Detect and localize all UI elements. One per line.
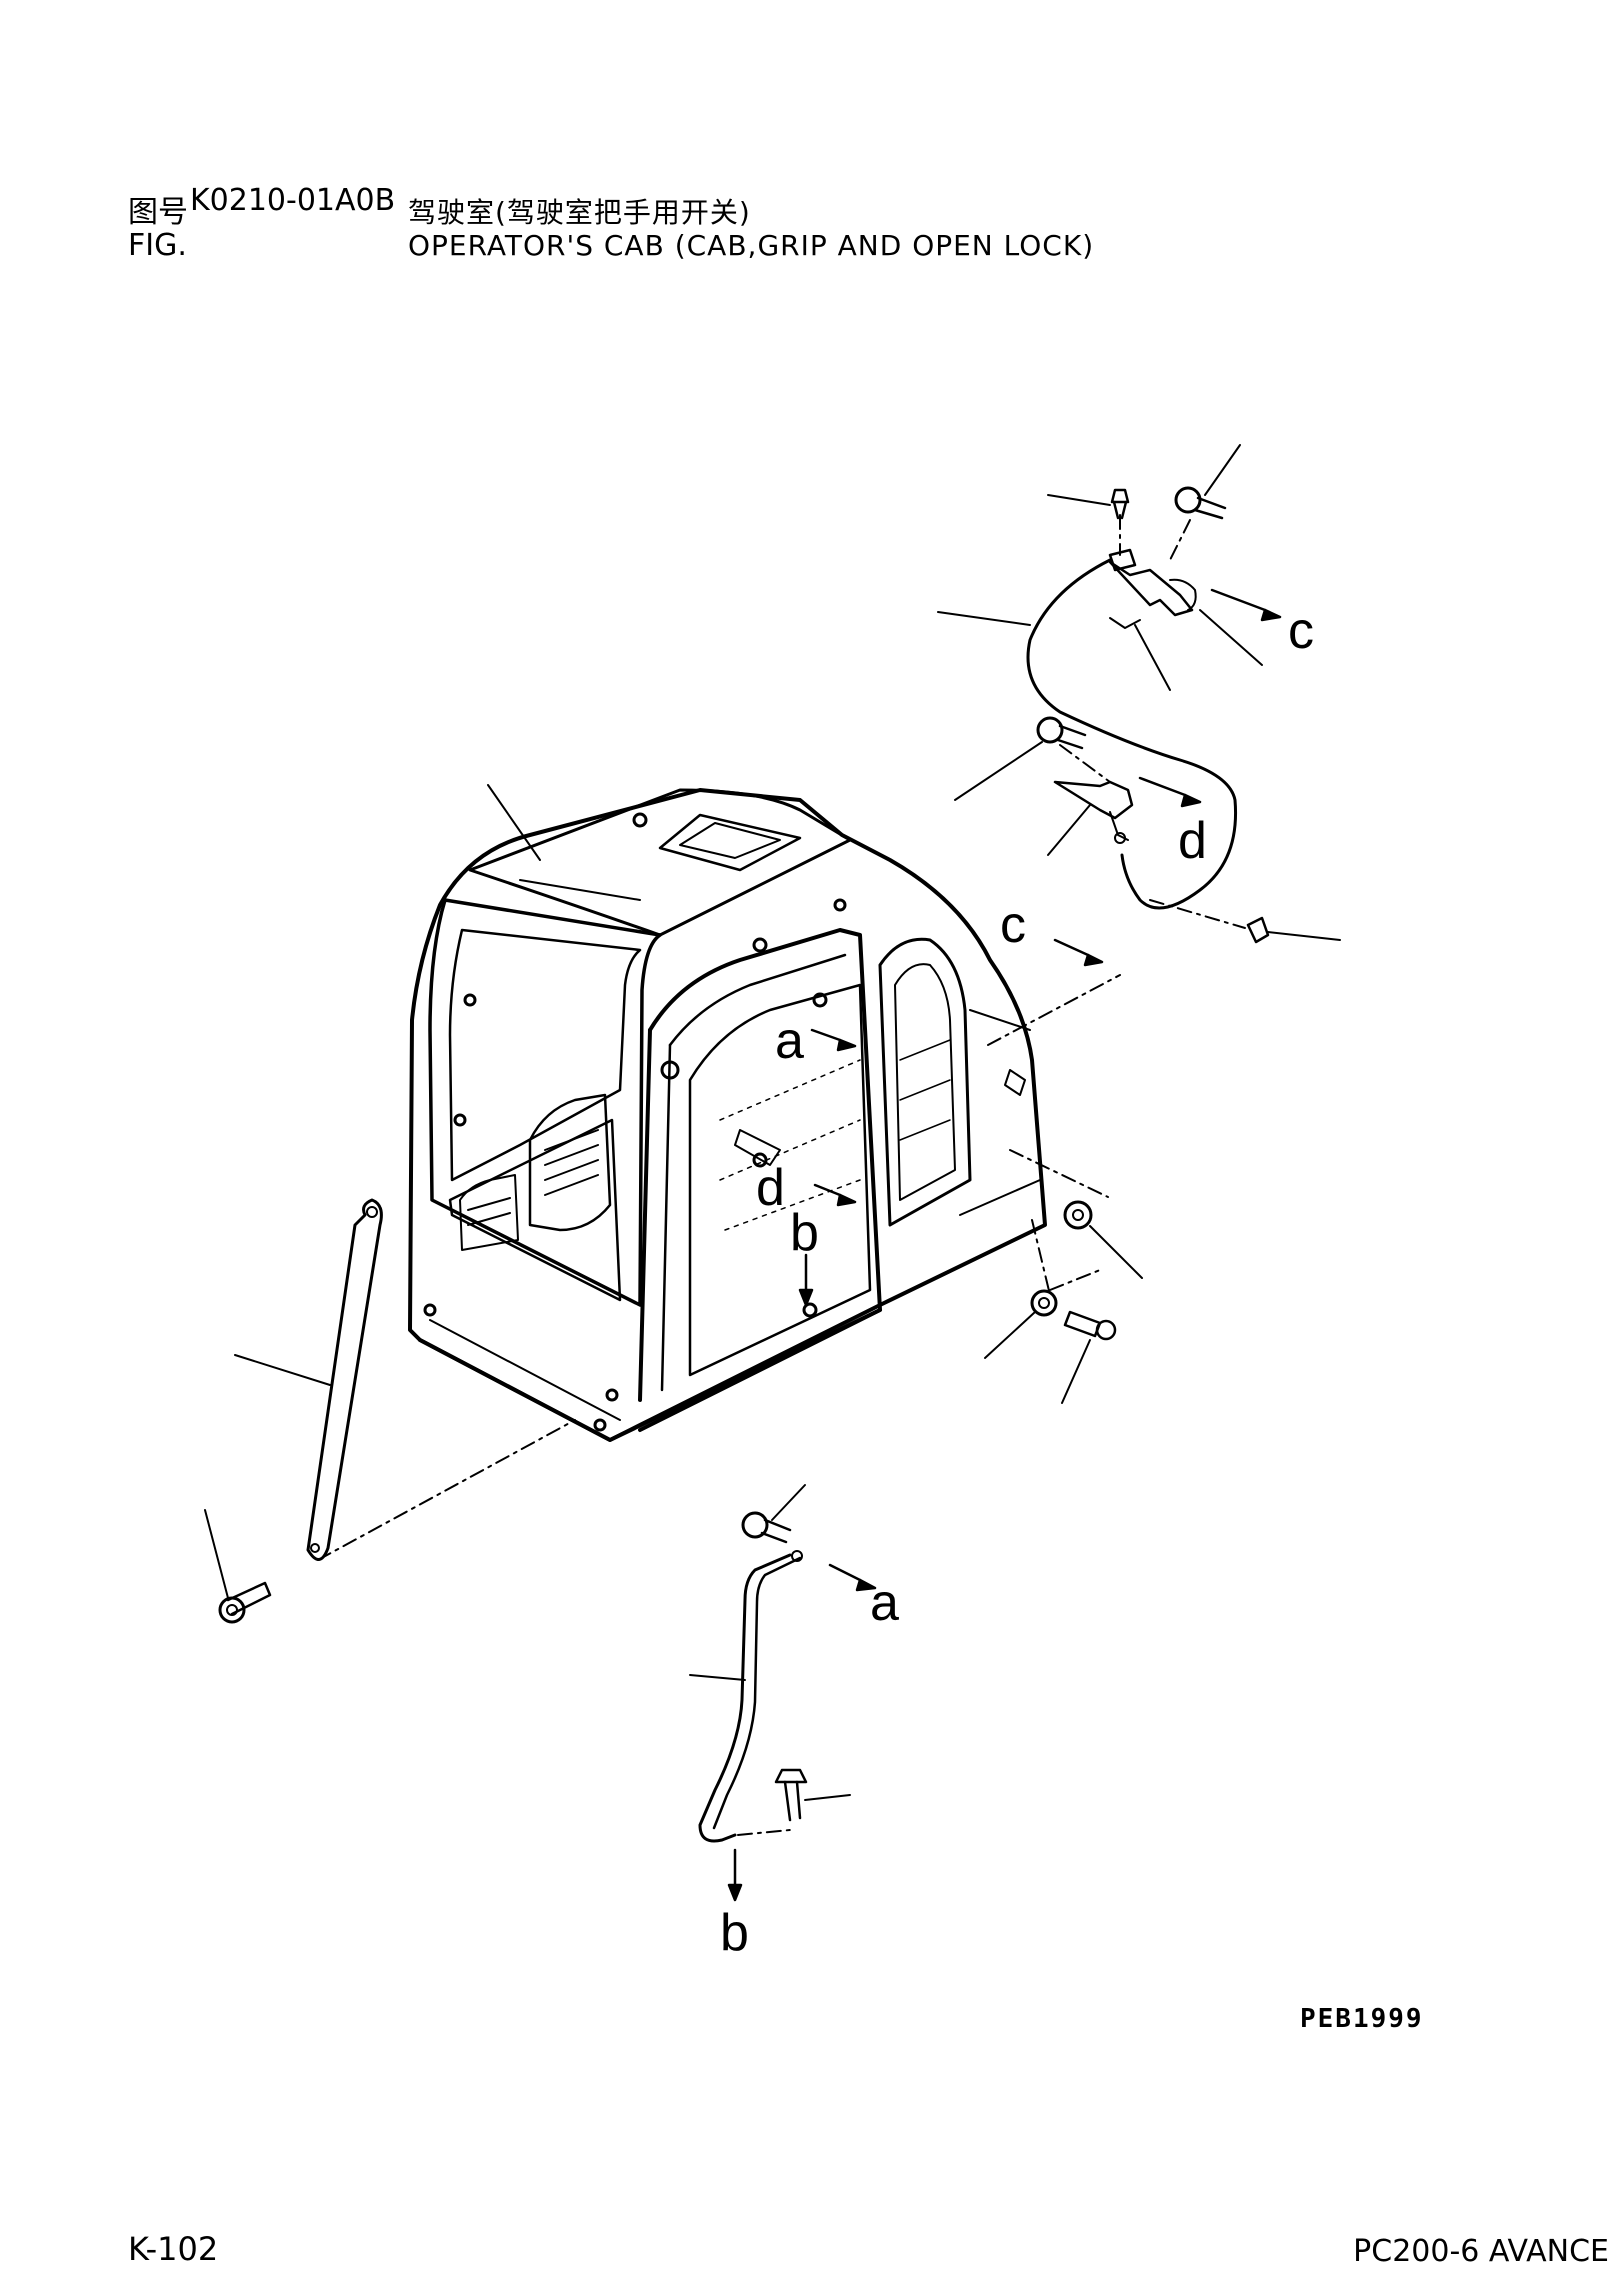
cab-body xyxy=(408,788,1047,1442)
header-row-cn: 图号 K0210-01A0B 驾驶室(驾驶室把手用开关) xyxy=(128,184,1094,230)
figure-header: 图号 K0210-01A0B 驾驶室(驾驶室把手用开关) FIG. K0210-… xyxy=(128,184,1094,262)
callout-arrows xyxy=(727,588,1282,1902)
drawing-reference: PEB1999 xyxy=(1300,2004,1424,2034)
lock-bolt-1 xyxy=(1110,488,1130,520)
callout-a1: a xyxy=(775,1012,804,1070)
grip-handle xyxy=(306,1198,383,1561)
bolt-rod-bottom xyxy=(774,1768,808,1822)
install-paths xyxy=(317,514,1246,1836)
machine-model: PC200-6 AVANCE xyxy=(1353,2234,1609,2269)
callout-b1: b xyxy=(790,1204,819,1262)
callout-a2: a xyxy=(870,1574,899,1632)
callout-c2: c xyxy=(1000,896,1026,954)
callout-d2: d xyxy=(756,1159,785,1217)
mount-nut-2 xyxy=(1030,1289,1058,1317)
callout-letters: c d c a d b a b xyxy=(720,602,1314,1962)
bolt-rod-top xyxy=(741,1511,792,1544)
lock-assembly xyxy=(1026,548,1270,944)
fig-number: K0210-01A0B xyxy=(190,183,396,218)
title-cn: 驾驶室(驾驶室把手用开关) xyxy=(408,196,751,230)
leader-lines xyxy=(204,444,1341,1801)
lock-bolt-3 xyxy=(1036,716,1087,750)
bolt-left xyxy=(218,1581,272,1624)
lock-rod xyxy=(698,1550,803,1843)
callout-c1: c xyxy=(1288,602,1314,660)
lock-bolt-2 xyxy=(1174,486,1227,520)
mount-bolt xyxy=(1063,1310,1117,1341)
callout-d1: d xyxy=(1178,812,1207,870)
callout-b2: b xyxy=(720,1904,749,1962)
title-en: OPERATOR'S CAB (CAB,GRIP AND OPEN LOCK) xyxy=(408,229,1095,263)
fig-label-cn: 图号 xyxy=(128,195,188,230)
fig-label-en: FIG. xyxy=(128,228,187,263)
mount-nut xyxy=(1063,1200,1093,1230)
page-number: K-102 xyxy=(128,2230,219,2268)
header-row-en: FIG. K0210-01A0B OPERATOR'S CAB (CAB,GRI… xyxy=(128,229,1094,262)
